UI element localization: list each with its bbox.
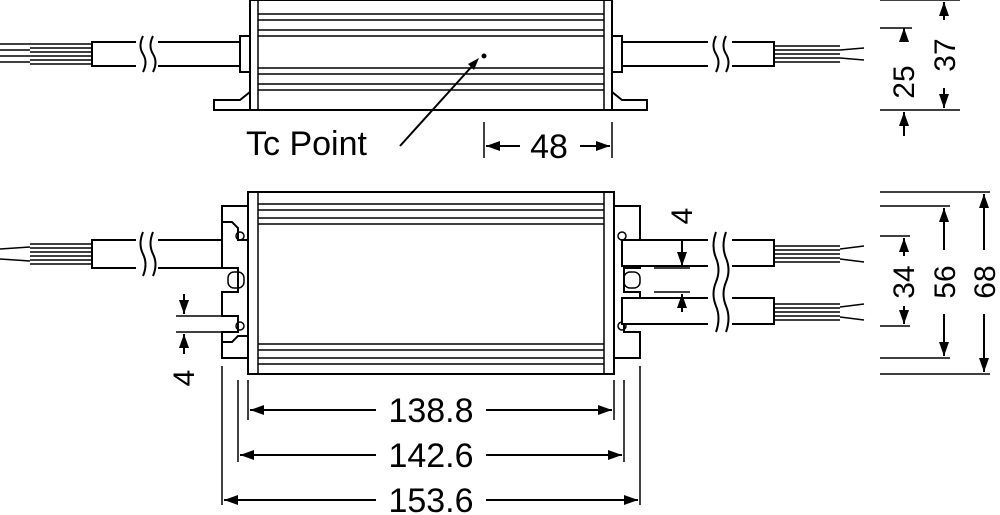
dim-56-label: 56 xyxy=(929,265,962,298)
right-mounting-flange xyxy=(614,205,641,359)
dim-4-left-label: 4 xyxy=(168,370,201,387)
top-view: 4 34 56 68 xyxy=(0,191,1000,515)
tc-point-label: Tc Point xyxy=(246,125,367,163)
top-right-cables xyxy=(621,231,865,333)
side-view: Tc Point 48 25 37 xyxy=(0,0,962,166)
side-housing xyxy=(213,0,648,111)
tc-point-callout: Tc Point xyxy=(246,58,479,163)
left-mounting-flange xyxy=(221,205,248,359)
dim-34-56-68: 34 56 68 xyxy=(880,191,1000,375)
dim-48: 48 xyxy=(483,122,613,166)
dim-48-label: 48 xyxy=(530,128,568,166)
top-left-cable xyxy=(0,231,223,277)
dim-4-top-label: 4 xyxy=(666,208,699,225)
dim-138-8-label: 138.8 xyxy=(388,392,473,430)
dim-25-label: 25 xyxy=(888,65,921,98)
dim-34-label: 34 xyxy=(888,265,921,298)
dim-4-top: 4 xyxy=(654,208,699,312)
side-right-cable xyxy=(611,35,865,73)
dim-horizontal: 138.8 142.6 153.6 xyxy=(221,366,641,515)
dim-4-left: 4 xyxy=(168,294,222,386)
dim-37-label: 37 xyxy=(929,38,962,71)
top-housing xyxy=(247,191,615,375)
dim-25-37: 25 37 xyxy=(880,0,962,136)
dim-68-label: 68 xyxy=(969,265,1000,298)
dim-142-6-label: 142.6 xyxy=(388,437,473,475)
side-left-cable xyxy=(0,35,251,73)
dim-153-6-label: 153.6 xyxy=(388,482,473,515)
